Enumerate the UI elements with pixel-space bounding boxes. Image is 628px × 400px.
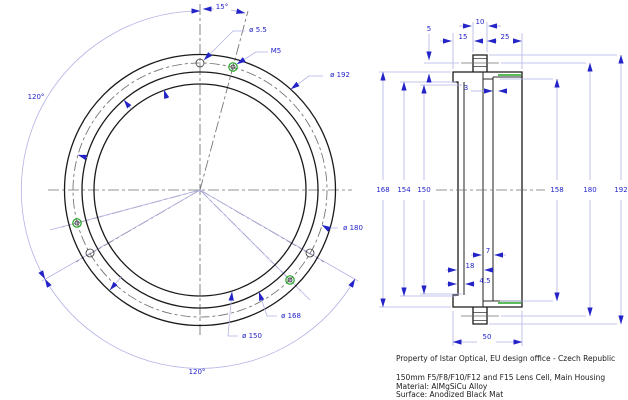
angle-arcs — [20, 8, 356, 369]
section-view — [379, 22, 624, 346]
dim-label-15deg: 15° — [215, 3, 229, 11]
dim-label-dia-168: ø 168 — [281, 312, 301, 320]
dim-label-dia-180: ø 180 — [343, 224, 363, 232]
dimension-lines — [380, 23, 624, 345]
dim-label-5: 5 — [426, 25, 432, 33]
dim-15deg — [202, 6, 246, 14]
centerlines — [48, 4, 352, 335]
dim-label-180: 180 — [583, 186, 597, 194]
dim-label-120deg-bottom: 120° — [188, 368, 206, 376]
dim-label-hole-dia: ø 5.5 — [249, 26, 267, 34]
note-property: Property of Istar Optical, EU design off… — [396, 354, 616, 363]
dim-label-192: 192 — [614, 186, 628, 194]
dim-label-150: 150 — [417, 186, 431, 194]
note-material: Material: AlMgSiCu Alloy — [396, 382, 488, 391]
front-view — [20, 4, 359, 369]
dim-label-dia-150: ø 150 — [242, 332, 262, 340]
dim-label-m5: M5 — [270, 47, 282, 55]
dim-label-4-5: 4.5 — [479, 277, 491, 285]
diameter-leaders — [77, 30, 338, 337]
extension-lines — [379, 22, 617, 346]
note-part-title: 150mm F5/F8/F10/F12 and F15 Lens Cell, M… — [396, 373, 606, 382]
dim-label-168: 168 — [376, 186, 390, 194]
dim-label-10: 10 — [475, 18, 485, 26]
dim-label-50: 50 — [482, 333, 492, 341]
note-surface: Surface: Anodized Black Mat — [396, 390, 504, 399]
dim-label-25: 25 — [500, 33, 510, 41]
clearance-holes — [85, 58, 315, 258]
dim-label-154: 154 — [397, 186, 411, 194]
dim-label-15: 15 — [458, 33, 468, 41]
tapped-holes-m5 — [72, 62, 295, 285]
dim-label-158: 158 — [550, 186, 564, 194]
dim-label-3: 3 — [463, 84, 469, 92]
dim-label-18: 18 — [465, 262, 475, 270]
dim-label-dia-192: ø 192 — [330, 71, 350, 79]
dim-label-120deg-left: 120° — [27, 93, 45, 101]
dim-label-7: 7 — [485, 247, 491, 255]
